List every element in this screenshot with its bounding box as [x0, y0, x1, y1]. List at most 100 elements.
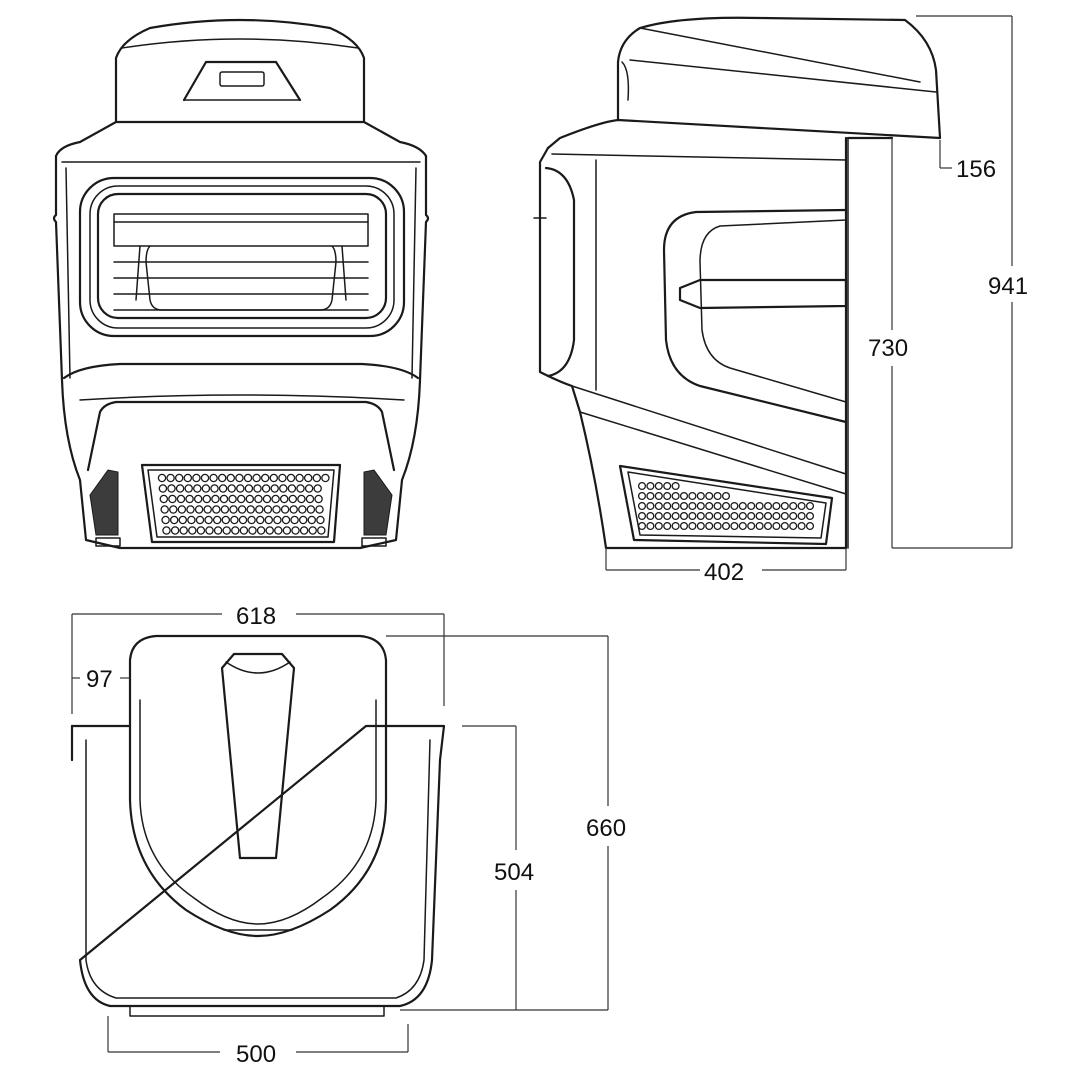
- grille-hole: [201, 484, 211, 493]
- grille-hole: [166, 473, 175, 483]
- grille-hole: [306, 505, 316, 514]
- grille-hole: [637, 491, 647, 501]
- grille-hole: [158, 484, 168, 493]
- grille-hole: [721, 491, 731, 501]
- grille-hole: [646, 481, 655, 491]
- grille-hole: [654, 491, 663, 501]
- grille-hole: [286, 473, 296, 483]
- grille-hole: [304, 484, 314, 493]
- grille-hole: [195, 515, 205, 525]
- dim-side-depth: 402: [704, 559, 744, 586]
- grille-hole: [705, 491, 714, 501]
- grille-hole: [805, 521, 815, 531]
- grille-hole: [308, 526, 317, 535]
- grille-hole: [176, 494, 186, 504]
- grille-hole: [194, 505, 204, 514]
- grille-hole: [161, 515, 170, 525]
- grille-hole: [188, 526, 197, 535]
- grille-hole: [738, 501, 747, 511]
- grille-hole: [297, 494, 306, 504]
- grille-hole: [167, 484, 176, 493]
- grille-hole: [178, 515, 188, 525]
- grille-hole: [236, 494, 246, 504]
- grille-hole: [713, 491, 722, 501]
- grille-hole: [713, 501, 722, 511]
- grille-hole: [262, 494, 272, 504]
- grille-hole: [252, 473, 261, 483]
- grille-hole: [256, 526, 266, 535]
- grille-hole: [805, 511, 815, 521]
- grille-hole: [696, 491, 705, 501]
- grille-hole: [663, 501, 672, 511]
- grille-hole: [713, 521, 722, 531]
- grille-hole: [637, 521, 647, 531]
- grille-hole: [646, 501, 655, 511]
- grille-hole: [688, 501, 697, 511]
- grille-hole: [654, 521, 663, 531]
- top-view: [70, 634, 446, 1017]
- grille-hole: [230, 515, 239, 525]
- front-window-frame: [78, 176, 406, 338]
- grille-hole: [654, 481, 663, 491]
- grille-hole: [200, 473, 210, 483]
- grille-hole: [239, 526, 249, 535]
- side-view: [533, 16, 942, 550]
- grille-hole: [274, 526, 283, 535]
- grille-hole: [763, 521, 773, 531]
- grille-hole: [243, 473, 253, 483]
- grille-hole: [713, 511, 722, 521]
- grille-hole: [314, 494, 323, 504]
- grille-hole: [305, 494, 315, 504]
- front-window-slats: [113, 213, 369, 311]
- side-window: [662, 208, 848, 424]
- grille-hole: [772, 501, 781, 511]
- grille-hole: [763, 501, 773, 511]
- grille-hole: [679, 501, 689, 511]
- grille-hole: [212, 515, 222, 525]
- grille-hole: [295, 473, 304, 483]
- grille-hole: [654, 501, 663, 511]
- grille-hole: [217, 473, 227, 483]
- grille-hole: [663, 511, 672, 521]
- grille-hole: [291, 526, 300, 535]
- grille-hole: [220, 505, 230, 514]
- grille-hole: [174, 473, 184, 483]
- grille-hole: [169, 505, 178, 514]
- grille-hole: [228, 494, 237, 504]
- grille-hole: [671, 521, 680, 531]
- grille-hole: [272, 505, 281, 514]
- grille-hole: [696, 511, 705, 521]
- grille-hole: [168, 494, 177, 504]
- grille-hole: [663, 491, 672, 501]
- grille-hole: [287, 484, 297, 493]
- grille-hole: [280, 505, 290, 514]
- grille-hole: [248, 526, 257, 535]
- grille-hole: [738, 511, 747, 521]
- front-grille: [140, 463, 342, 544]
- grille-hole: [175, 484, 185, 493]
- grille-hole: [193, 494, 203, 504]
- grille-hole: [738, 521, 747, 531]
- grille-hole: [247, 515, 256, 525]
- grille-hole: [747, 511, 756, 521]
- grille-hole: [763, 511, 773, 521]
- grille-hole: [663, 481, 672, 491]
- grille-hole: [679, 511, 689, 521]
- grille-hole: [312, 473, 322, 483]
- top-hood: [128, 634, 388, 938]
- dim-base-depth: 504: [494, 859, 534, 886]
- grille-hole: [299, 526, 309, 535]
- grille-hole: [772, 511, 781, 521]
- grille-hole: [288, 494, 298, 504]
- grille-hole: [265, 526, 274, 535]
- grille-hole: [213, 526, 223, 535]
- grille-hole: [705, 501, 714, 511]
- grille-hole: [238, 515, 248, 525]
- front-hood: [114, 18, 366, 124]
- grille-hole: [755, 511, 764, 521]
- grille-hole: [321, 473, 330, 483]
- top-base: [70, 724, 446, 1008]
- dim-top-inset: 97: [86, 666, 113, 693]
- grille-hole: [730, 501, 739, 511]
- dim-base-width: 500: [236, 1041, 276, 1068]
